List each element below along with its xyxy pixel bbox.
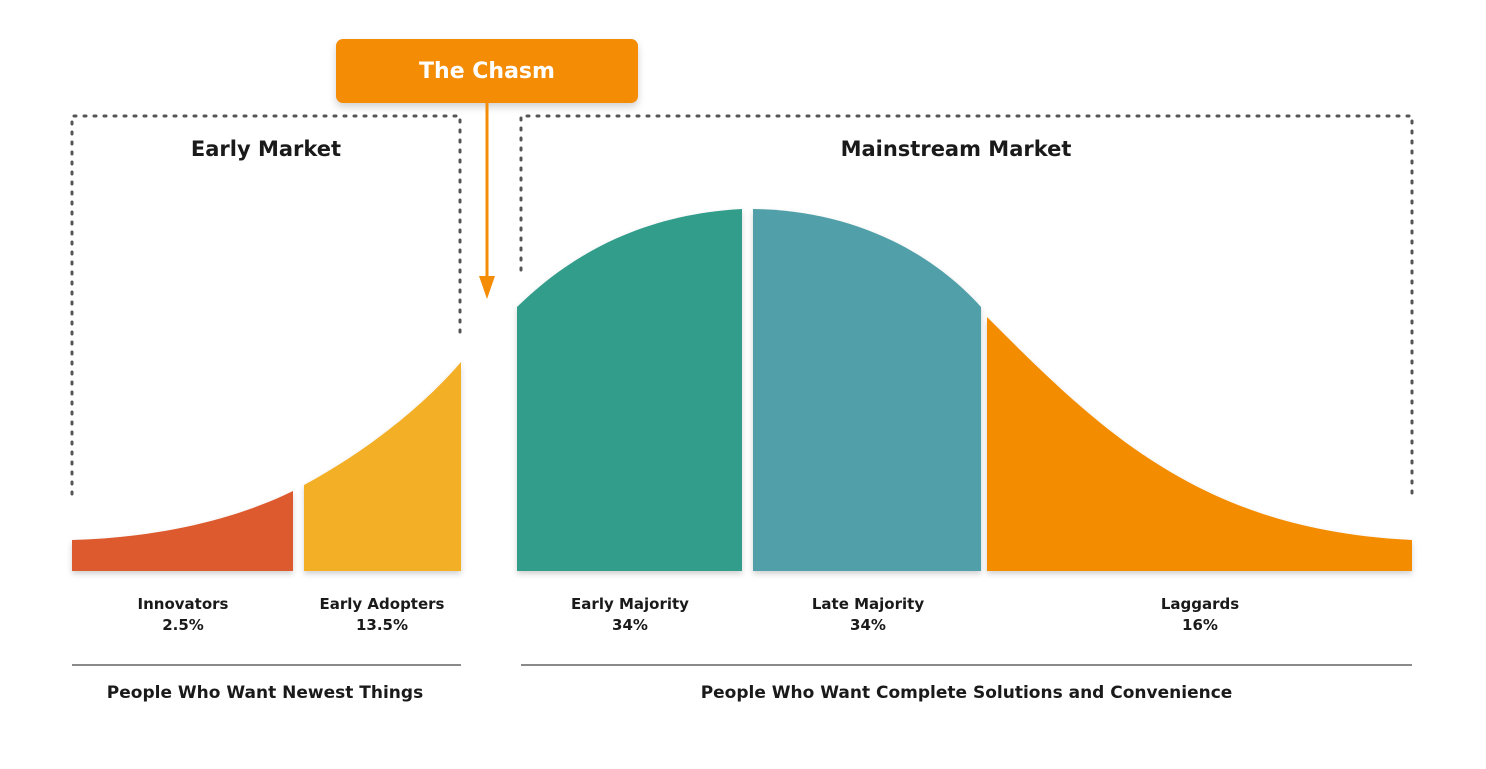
label-early-adopters: Early Adopters 13.5% [302,594,462,636]
segment-share: 13.5% [355,616,409,634]
mainstream-market-title: Mainstream Market [840,137,1072,161]
segment-name: Late Majority [811,595,925,613]
early-market-title: Early Market [190,137,342,161]
segment-early-majority [517,209,742,571]
chasm-label: The Chasm [419,58,555,84]
mainstream-footer-caption: People Who Want Complete Solutions and C… [700,683,1233,703]
mainstream-market-box [519,114,1414,496]
segment-name: Laggards [1160,595,1240,613]
mainstream-footer-rule [521,664,1412,666]
segment-name: Innovators [137,595,229,613]
segment-share: 34% [612,616,648,634]
label-early-majority: Early Majority 34% [550,594,710,636]
segment-innovators [72,491,293,571]
chasm-arrow [479,103,495,299]
label-late-majority: Late Majority 34% [788,594,948,636]
segment-name: Early Adopters [319,595,445,613]
segment-share: 16% [1182,616,1218,634]
segment-laggards [987,317,1412,571]
chasm-label-box: The Chasm [336,39,638,103]
label-innovators: Innovators 2.5% [103,594,263,636]
early-footer-caption: People Who Want Newest Things [106,683,424,703]
segment-late-majority [753,209,981,571]
early-market-box [70,114,462,496]
segment-share: 2.5% [162,616,204,634]
early-footer-rule [72,664,461,666]
segment-name: Early Majority [571,595,689,613]
segment-share: 34% [850,616,886,634]
segment-early-adopters [304,362,461,571]
label-laggards: Laggards 16% [1120,594,1280,636]
